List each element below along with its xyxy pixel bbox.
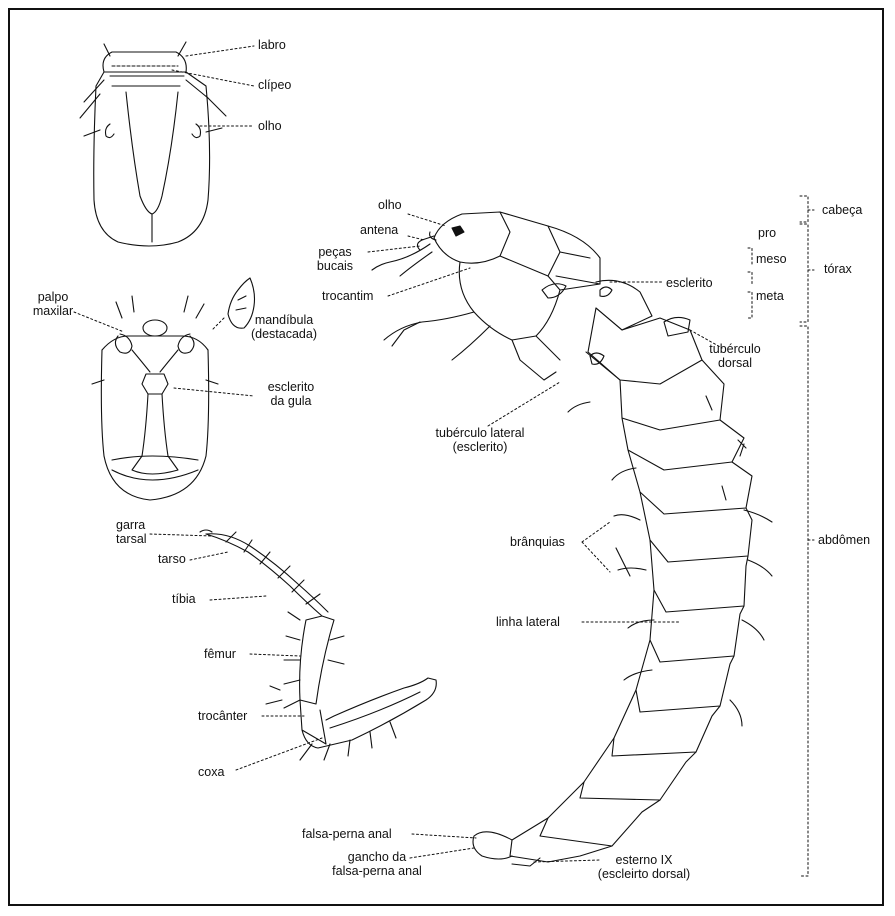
label-esterno-line2: (escleirto dorsal) <box>582 867 706 881</box>
leader-lines <box>74 46 722 862</box>
label-esterno-line1: esterno IX <box>582 853 706 867</box>
label-cabeca: cabeça <box>822 203 862 217</box>
label-olho-larva: olho <box>378 198 402 212</box>
label-trocantim: trocantim <box>322 289 373 303</box>
label-coxa: coxa <box>198 765 224 779</box>
label-gancho-line1: gancho da <box>320 850 434 864</box>
label-mandibula-line2: (destacada) <box>240 327 328 341</box>
head-dorsal-drawing <box>80 42 226 246</box>
label-tuberculo-dorsal-line2: dorsal <box>698 356 772 370</box>
label-esterno-ix: esterno IX (escleirto dorsal) <box>582 853 706 881</box>
label-esclerito-gula-line1: esclerito <box>256 380 326 394</box>
label-palpo-line2: maxilar <box>22 304 84 318</box>
label-clipeo: clípeo <box>258 78 291 92</box>
label-gancho: gancho da falsa-perna anal <box>320 850 434 878</box>
label-palpo-maxilar: palpo maxilar <box>22 290 84 318</box>
label-pecas-bucais: peças bucais <box>304 245 366 273</box>
label-falsa-perna-anal: falsa-perna anal <box>302 827 392 841</box>
label-garra-line2: tarsal <box>116 532 147 546</box>
label-branquias: brânquias <box>510 535 565 549</box>
label-tuberculo-lateral: tubérculo lateral (esclerito) <box>424 426 536 454</box>
label-olho-head: olho <box>258 119 282 133</box>
leg-drawing <box>200 530 436 760</box>
label-tuberculo-lateral-line2: (esclerito) <box>424 440 536 454</box>
label-abdomen: abdômen <box>818 533 870 547</box>
label-tuberculo-dorsal-line1: tubérculo <box>698 342 772 356</box>
label-palpo-line1: palpo <box>22 290 84 304</box>
label-esclerito: esclerito <box>666 276 713 290</box>
label-meta: meta <box>756 289 784 303</box>
label-tuberculo-lateral-line1: tubérculo lateral <box>424 426 536 440</box>
label-pro: pro <box>758 226 776 240</box>
label-mandibula: mandíbula (destacada) <box>240 313 328 341</box>
larva-body-drawing <box>372 212 772 866</box>
label-tibia: tíbia <box>172 592 196 606</box>
label-antena: antena <box>360 223 398 237</box>
label-linha-lateral: linha lateral <box>496 615 560 629</box>
label-pecas-line2: bucais <box>304 259 366 273</box>
label-mandibula-line1: mandíbula <box>240 313 328 327</box>
label-torax: tórax <box>824 262 852 276</box>
label-garra-tarsal: garra tarsal <box>116 518 147 546</box>
label-esclerito-gula-line2: da gula <box>256 394 326 408</box>
label-tarso: tarso <box>158 552 186 566</box>
label-femur: fêmur <box>204 647 236 661</box>
label-pecas-line1: peças <box>304 245 366 259</box>
label-garra-line1: garra <box>116 518 147 532</box>
label-trocanter: trocânter <box>198 709 247 723</box>
label-meso: meso <box>756 252 787 266</box>
label-gancho-line2: falsa-perna anal <box>320 864 434 878</box>
label-esclerito-gula: esclerito da gula <box>256 380 326 408</box>
label-tuberculo-dorsal: tubérculo dorsal <box>698 342 772 370</box>
head-ventral-drawing <box>92 278 255 500</box>
label-labro: labro <box>258 38 286 52</box>
